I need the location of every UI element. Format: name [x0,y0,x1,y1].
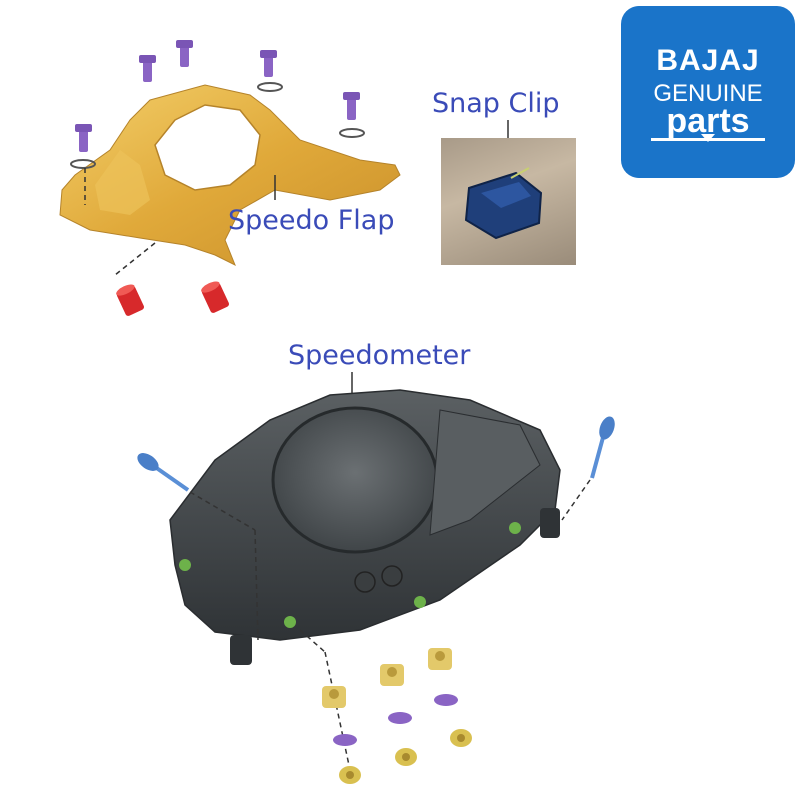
washer-icon [333,734,357,746]
bolt-icon [137,453,190,492]
screw-icon [176,40,193,67]
screw-icon [257,50,283,92]
nut-icon [395,748,417,766]
flap-grommets [114,242,229,316]
screw-icon [339,92,365,138]
logo-brand: BAJAJ [656,44,760,77]
bajaj-genuine-parts-logo: BAJAJ GENUINE parts [621,6,795,178]
flap-screws [70,40,365,205]
mounting-bolts [137,416,615,641]
grommet-icon [116,284,144,316]
snap-clip-label: Snap Clip [432,88,560,119]
screw-icon [139,55,156,82]
bolt-icon [590,416,615,479]
nut-icon [339,766,361,784]
logo-arrow-icon [701,134,715,142]
grommet-icon [201,281,229,313]
nut-icon [450,729,472,747]
washer-icon [388,712,412,724]
speedometer-cluster [169,389,561,665]
nut-icon [322,686,346,708]
speedometer-label: Speedometer [288,340,471,371]
speedo-flap [59,84,401,267]
logo-parts: parts [666,102,750,140]
logo-genuine: GENUINE [653,80,763,107]
nut-icon [380,664,404,686]
screw-icon [70,124,96,205]
snap-clip-photo [441,138,576,265]
snap-clip-icon [464,167,543,240]
washer-icon [434,694,458,706]
speedo-flap-label: Speedo Flap [228,205,395,236]
nut-icon [428,648,452,670]
nuts-and-washers [299,629,472,784]
